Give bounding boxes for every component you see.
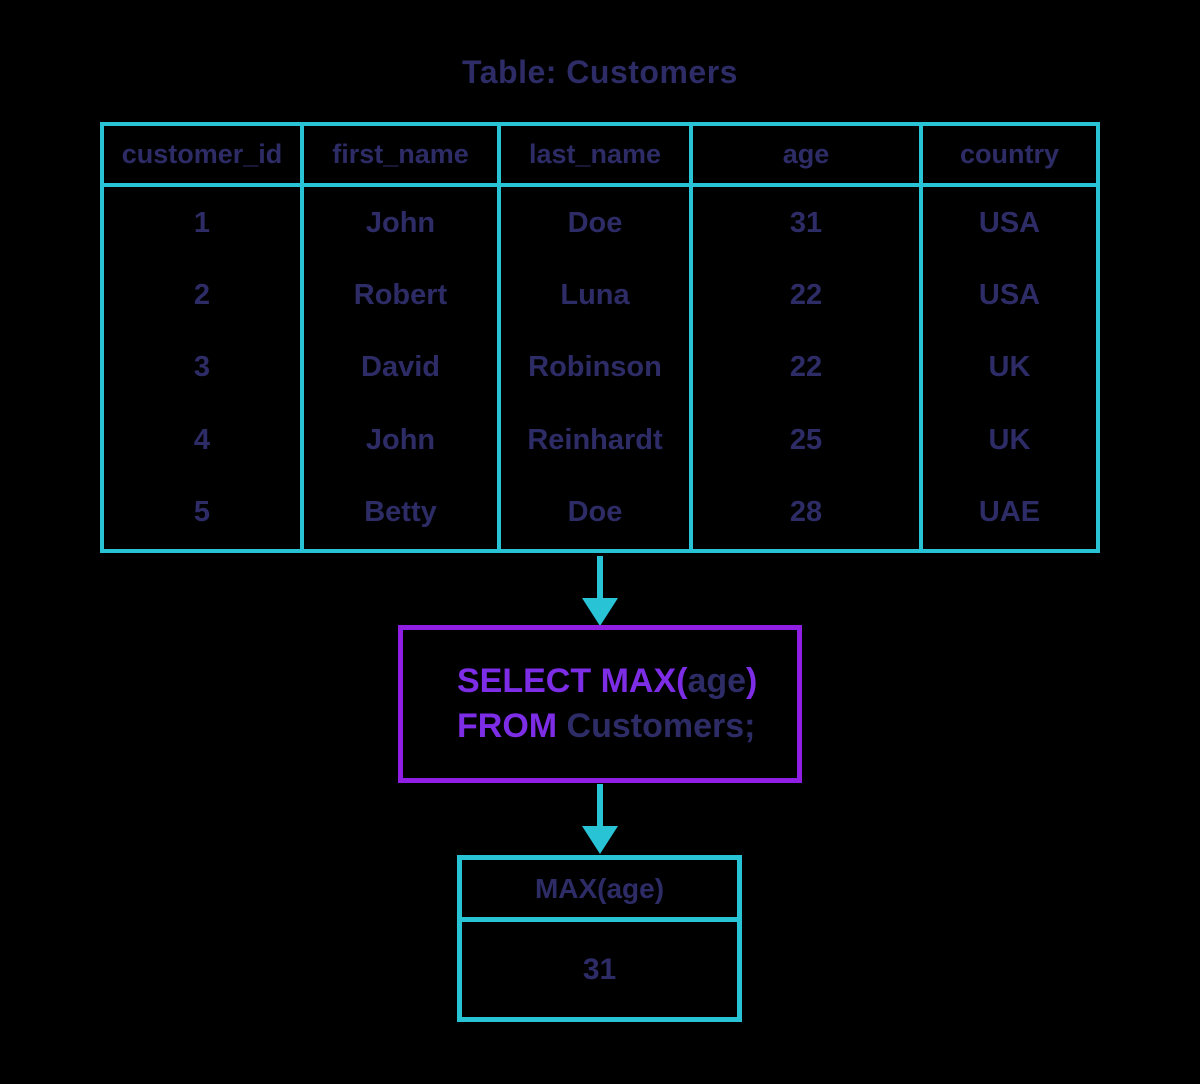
sql-query-box: SELECT MAX(age) FROM Customers; — [398, 625, 802, 783]
table-cell: 1 — [104, 187, 304, 260]
sql-identifier: Customers; — [557, 707, 756, 745]
arrow-down-icon — [582, 556, 618, 626]
table-cell: Robert — [304, 259, 501, 332]
column-header-age: age — [693, 126, 923, 187]
query-line-1: SELECT MAX(age) — [457, 659, 797, 704]
table-cell: UK — [988, 351, 1031, 384]
table-cell: Doe — [501, 476, 693, 549]
diagram-title: Table: Customers — [462, 54, 738, 90]
table-cell: 31 — [693, 187, 923, 260]
table-cell: Betty — [304, 476, 501, 549]
table-cell: 28 — [693, 476, 923, 549]
query-line-2: FROM Customers; — [457, 704, 797, 749]
customers-table: customer_id first_name last_name age cou… — [100, 122, 1100, 553]
table-cell: UK — [988, 423, 1031, 456]
arrow-down-icon — [582, 784, 618, 854]
table-cell: 22 — [693, 331, 923, 405]
result-table: MAX(age) 31 — [457, 855, 742, 1022]
arrow-head — [582, 826, 618, 854]
table-cell: 3 — [104, 331, 304, 405]
table-cell: David — [304, 331, 501, 405]
table-cell: 5 — [104, 476, 304, 549]
table-cell: 22 — [693, 259, 923, 332]
table-cell: Robinson — [501, 331, 693, 405]
column-header-customer-id: customer_id — [104, 126, 304, 187]
table-cell: 25 — [693, 404, 923, 477]
table-cell: Doe — [501, 187, 693, 260]
arrow-head — [582, 598, 618, 626]
table-cell: Luna — [501, 259, 693, 332]
table-cell: 2 — [104, 259, 304, 332]
table-cell: USA — [978, 206, 1041, 239]
arrow-shaft — [597, 784, 603, 826]
sql-keyword: SELECT MAX( — [457, 662, 688, 700]
table-cell: John — [304, 187, 501, 260]
column-header-first-name: first_name — [304, 126, 501, 187]
column-header-last-name: last_name — [501, 126, 693, 187]
sql-keyword: ) — [746, 662, 758, 700]
table-cell: UAE — [978, 496, 1041, 529]
sql-identifier: age — [687, 662, 747, 700]
table-cell: Reinhardt — [501, 404, 693, 477]
result-value: 31 — [582, 952, 617, 986]
table-cell: John — [304, 404, 501, 477]
result-header: MAX(age) — [462, 860, 737, 922]
column-header-country: country — [923, 126, 1096, 187]
sql-keyword: FROM — [457, 707, 558, 745]
table-cell: 4 — [104, 404, 304, 477]
arrow-shaft — [597, 556, 603, 598]
table-cell: USA — [978, 279, 1041, 312]
